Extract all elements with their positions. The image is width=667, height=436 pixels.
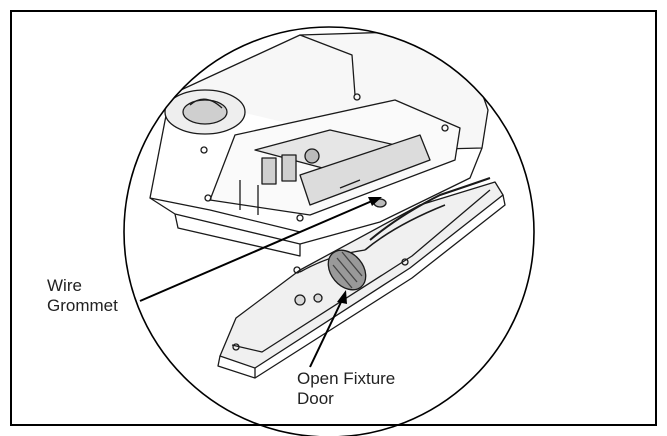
wire-grommet-label: Wire Grommet (47, 276, 118, 316)
wire-grommet-label-line2: Grommet (47, 296, 118, 315)
open-fixture-door-label-line2: Door (297, 389, 334, 408)
grommet-leader-line (139, 197, 382, 302)
door-leader-line (309, 290, 347, 368)
fixture-drawing (149, 29, 506, 379)
magnifier-circle (123, 26, 535, 436)
open-fixture-door-label-line1: Open Fixture (297, 369, 396, 388)
wire-grommet-label-line1: Wire (47, 276, 82, 295)
figure-border (10, 10, 657, 426)
open-fixture-door-label: Open Fixture Door (297, 369, 395, 409)
